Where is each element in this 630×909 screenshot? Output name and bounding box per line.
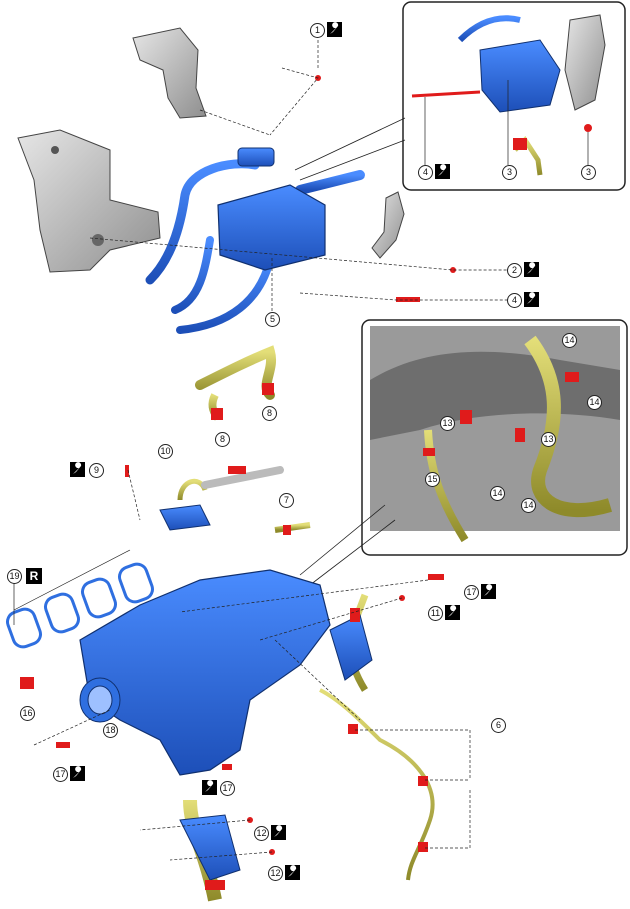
lower-hose xyxy=(179,799,241,902)
callout-10: 10 xyxy=(158,444,173,459)
callout-1: 1 xyxy=(310,23,325,38)
callout-19: 19 xyxy=(7,569,22,584)
callout-11: 11 xyxy=(428,606,443,621)
inset-engine-photo xyxy=(361,319,628,556)
callout-5: 5 xyxy=(265,312,280,327)
pump-assembly xyxy=(145,147,365,334)
callout-3a: 3 xyxy=(502,165,517,180)
callout-2: 2 xyxy=(507,263,522,278)
wrench-icon xyxy=(285,865,300,880)
small-hose-7 xyxy=(274,522,311,535)
callout-7: 7 xyxy=(279,493,294,508)
inset-leader-3 xyxy=(299,504,386,576)
upper-bracket xyxy=(132,27,207,119)
wrench-icon xyxy=(327,22,342,37)
leader-lines-lower xyxy=(33,469,471,861)
inset-leader-1 xyxy=(294,117,406,171)
bolts-upper xyxy=(315,75,456,302)
wrench-icon xyxy=(70,766,85,781)
callout-3b: 3 xyxy=(581,165,596,180)
callout-17b: 17 xyxy=(53,767,68,782)
callout-8a: 8 xyxy=(262,406,277,421)
wrench-icon xyxy=(524,292,539,307)
hose-upper-yellow xyxy=(195,345,277,421)
callout-6: 6 xyxy=(491,718,506,733)
callout-4b: 4 xyxy=(507,293,522,308)
right-hose-assembly xyxy=(329,593,373,692)
wrench-icon xyxy=(481,584,496,599)
small-bracket xyxy=(371,191,405,259)
callout-14c: 14 xyxy=(490,486,505,501)
wrench-icon xyxy=(70,462,85,477)
inset-pump-detail xyxy=(402,1,626,191)
wrench-icon xyxy=(202,780,217,795)
callout-12b: 12 xyxy=(268,866,283,881)
wrench-icon xyxy=(271,825,286,840)
wrench-icon xyxy=(524,262,539,277)
callout-17c: 17 xyxy=(220,781,235,796)
callout-18: 18 xyxy=(103,723,118,738)
callout-16: 16 xyxy=(20,706,35,721)
bolts-lower xyxy=(20,465,444,855)
callout-15: 15 xyxy=(425,472,440,487)
wrench-icon xyxy=(435,164,450,179)
leader-lines-upper xyxy=(89,40,510,312)
intake-manifold xyxy=(79,569,331,776)
inset-leader-4 xyxy=(309,519,396,586)
purge-valve-assembly xyxy=(159,466,284,531)
inset-leader-2 xyxy=(299,139,406,181)
callout-12a: 12 xyxy=(254,826,269,841)
callout-13b: 13 xyxy=(541,432,556,447)
callout-14a: 14 xyxy=(562,333,577,348)
wrench-icon xyxy=(445,605,460,620)
callout-14d: 14 xyxy=(521,498,536,513)
long-hose-6 xyxy=(319,688,435,881)
replace-badge: R xyxy=(26,568,42,584)
callout-4a: 4 xyxy=(418,165,433,180)
callout-17a: 17 xyxy=(464,585,479,600)
callout-8b: 8 xyxy=(215,432,230,447)
callout-9: 9 xyxy=(89,463,104,478)
intake-gaskets xyxy=(6,562,154,649)
callout-13a: 13 xyxy=(440,416,455,431)
callout-14b: 14 xyxy=(587,395,602,410)
large-bracket xyxy=(17,129,161,273)
